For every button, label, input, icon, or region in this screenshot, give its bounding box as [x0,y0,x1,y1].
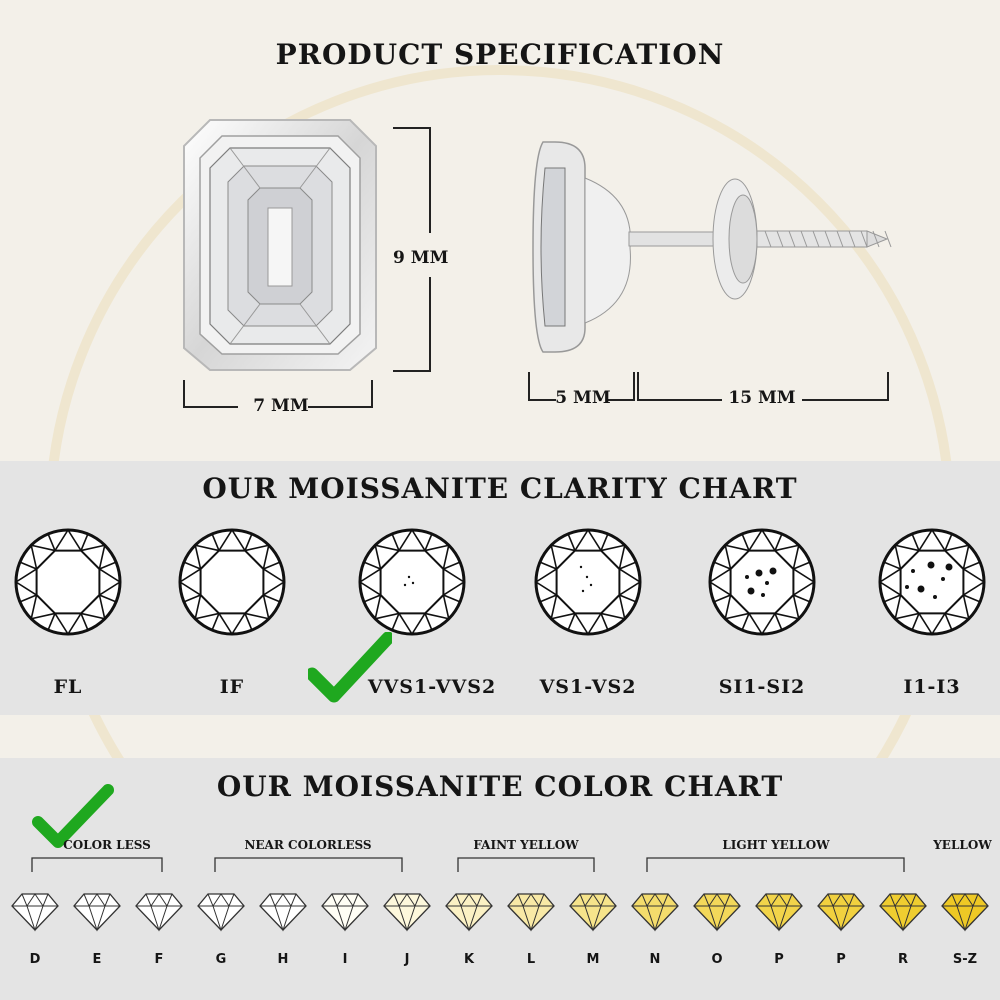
color-diamond-icon [259,893,307,932]
group-colorless: COLOR LESS [63,838,151,852]
clarity-diamond-icon [534,528,642,636]
color-grade-label: O [711,952,723,967]
color-band [0,758,1000,1000]
color-grade-label: K [463,952,475,967]
color-check-icon [32,784,114,848]
group-light-yellow: LIGHT YELLOW [722,838,830,852]
color-diamond-icon [693,893,741,932]
color-diamond-icon [879,893,927,932]
clarity-diamond-icon [178,528,286,636]
earring-front-image [183,119,377,371]
clarity-grade-label: VVS1-VVS2 [367,676,497,698]
clarity-title: OUR MOISSANITE CLARITY CHART [202,472,798,505]
depth-label: 5 MM [555,388,611,408]
earring-side-image [532,141,892,353]
post-label: 15 MM [728,388,796,408]
color-grade-label: E [92,952,102,967]
clarity-diamond-icon [14,528,122,636]
color-grade-label: L [526,952,536,967]
color-diamond-icon [631,893,679,932]
color-grade-label: S-Z [952,952,978,967]
color-diamond-icon [445,893,493,932]
color-diamond-icon [941,893,989,932]
group-brackets [31,857,905,872]
color-diamond-icon [321,893,369,932]
height-bracket [393,127,431,372]
height-label: 9 MM [393,248,449,268]
color-diamond-icon [73,893,121,932]
width-label: 7 MM [253,396,309,416]
clarity-grade-label: SI1-SI2 [718,676,806,698]
color-diamond-icon [569,893,617,932]
clarity-grade-label: I1-I3 [903,676,961,698]
color-grade-label: P [774,952,784,967]
clarity-grade-label: VS1-VS2 [539,676,637,698]
color-grade-label: D [29,952,41,967]
clarity-diamond-icon [708,528,816,636]
color-diamond-icon [135,893,183,932]
group-near-colorless: NEAR COLORLESS [244,838,372,852]
color-grade-label: N [649,952,661,967]
clarity-band [0,461,1000,715]
color-grade-label: J [404,952,410,967]
color-diamond-icon [197,893,245,932]
width-bracket [183,380,373,408]
color-grade-label: H [277,952,289,967]
clarity-diamond-icon [358,528,466,636]
group-faint-yellow: FAINT YELLOW [473,838,579,852]
color-grade-label: I [342,952,348,967]
color-grade-label: G [215,952,227,967]
side-brackets [528,372,889,401]
clarity-check-icon [308,632,392,703]
color-diamond-icon [11,893,59,932]
color-diamond-icon [383,893,431,932]
clarity-diamond-icon [878,528,986,636]
color-diamond-icon [507,893,555,932]
color-grade-label: R [897,952,908,967]
color-grade-label: F [154,952,164,967]
color-grade-label: M [586,952,600,967]
clarity-grade-label: IF [219,676,245,698]
color-title: OUR MOISSANITE COLOR CHART [216,770,784,803]
group-yellow: YELLOW [933,838,992,852]
color-grade-label: P [836,952,846,967]
spec-title: PRODUCT SPECIFICATION [275,38,725,71]
color-diamond-icon [755,893,803,932]
color-diamond-icon [817,893,865,932]
clarity-grade-label: FL [53,676,83,698]
